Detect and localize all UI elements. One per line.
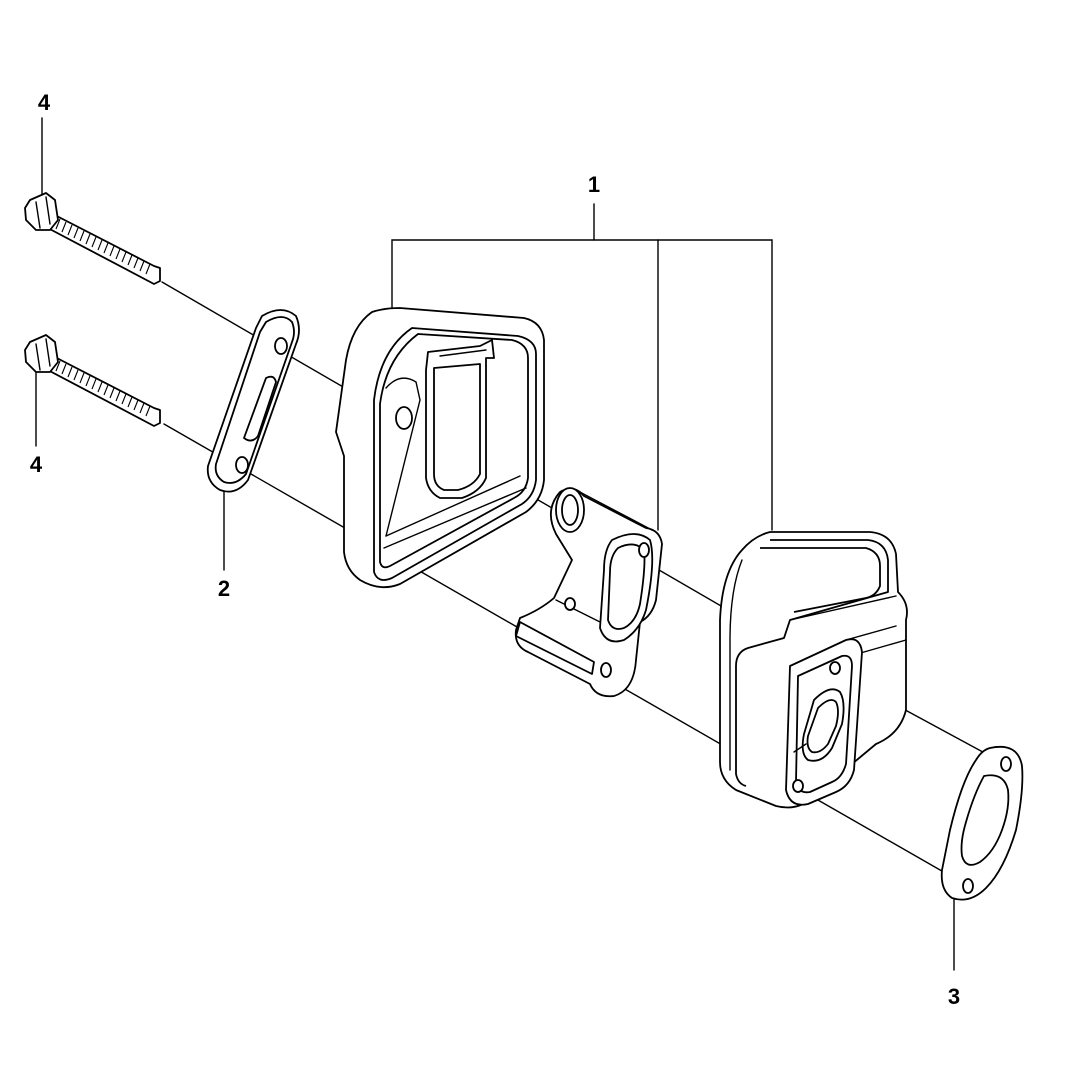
callout-3: 3	[948, 984, 960, 1009]
plate	[206, 309, 300, 493]
callout-4-bottom: 4	[30, 452, 43, 477]
callout-leaders	[35, 117, 955, 971]
bolt-bottom	[24, 334, 161, 427]
callout-1: 1	[588, 172, 600, 197]
muffler-body	[719, 531, 908, 809]
spacer-bracket	[514, 487, 663, 698]
bolt-top	[24, 192, 161, 285]
callout-2: 2	[218, 576, 230, 601]
callout-numbers: 1 2 3 4 4	[30, 90, 960, 1009]
muffler-cover	[335, 307, 545, 589]
callout-4-top: 4	[38, 90, 51, 115]
gasket	[940, 745, 1024, 901]
